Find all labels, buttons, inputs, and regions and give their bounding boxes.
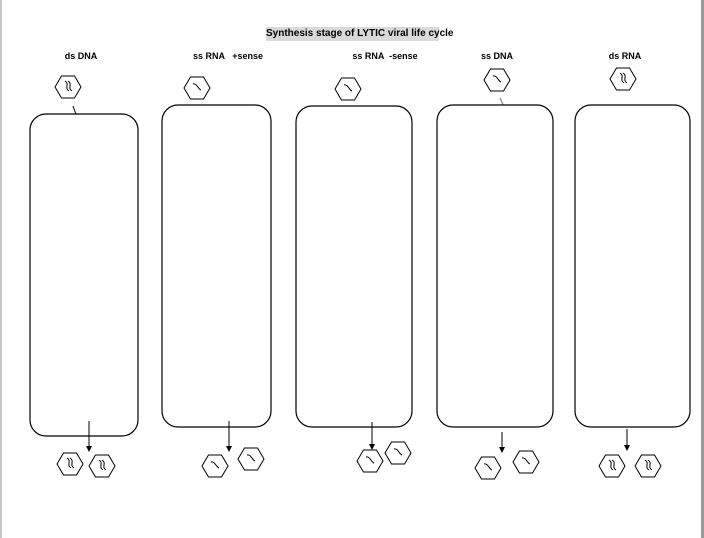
column-ss-dna [436,68,554,480]
virus-capsid-icon [334,77,362,101]
virus-progeny-icon [237,447,265,471]
virus-progeny-icon [384,441,412,465]
virus-progeny-icon [512,450,540,474]
column-ds-dna [29,75,139,478]
virus-capsid-icon [609,67,637,91]
page-edge-left [0,0,2,538]
host-cell [161,104,272,428]
virus-capsid-icon [54,75,82,99]
virus-progeny-icon [88,454,116,478]
virus-capsid-icon [483,68,511,92]
column-ds-rna [574,67,691,478]
column-ss-rna-plus [161,76,272,478]
virus-progeny-icon [356,449,384,473]
virus-progeny-icon [598,454,626,478]
virus-progeny-icon [634,454,662,478]
virus-progeny-icon [56,452,84,476]
page-edge-right [701,0,704,538]
diagram-title: Synthesis stage of LYTIC viral life cycl… [266,27,454,41]
virus-progeny-icon [201,454,229,478]
column-label-ss-rna-plus: ss RNA +sense [193,51,263,61]
host-cell [29,113,139,437]
column-label-ds-rna: ds RNA [608,51,642,61]
column-label-ds-dna: ds DNA [64,51,98,61]
host-cell [436,104,554,428]
column-label-ss-rna-minus: ss RNA -sense [352,51,418,61]
column-ss-rna-minus [295,77,413,473]
host-cell [295,105,413,428]
column-label-ss-dna: ss DNA [480,51,513,61]
virus-progeny-icon [474,456,502,480]
virus-capsid-icon [183,76,211,100]
host-cell [574,104,691,428]
